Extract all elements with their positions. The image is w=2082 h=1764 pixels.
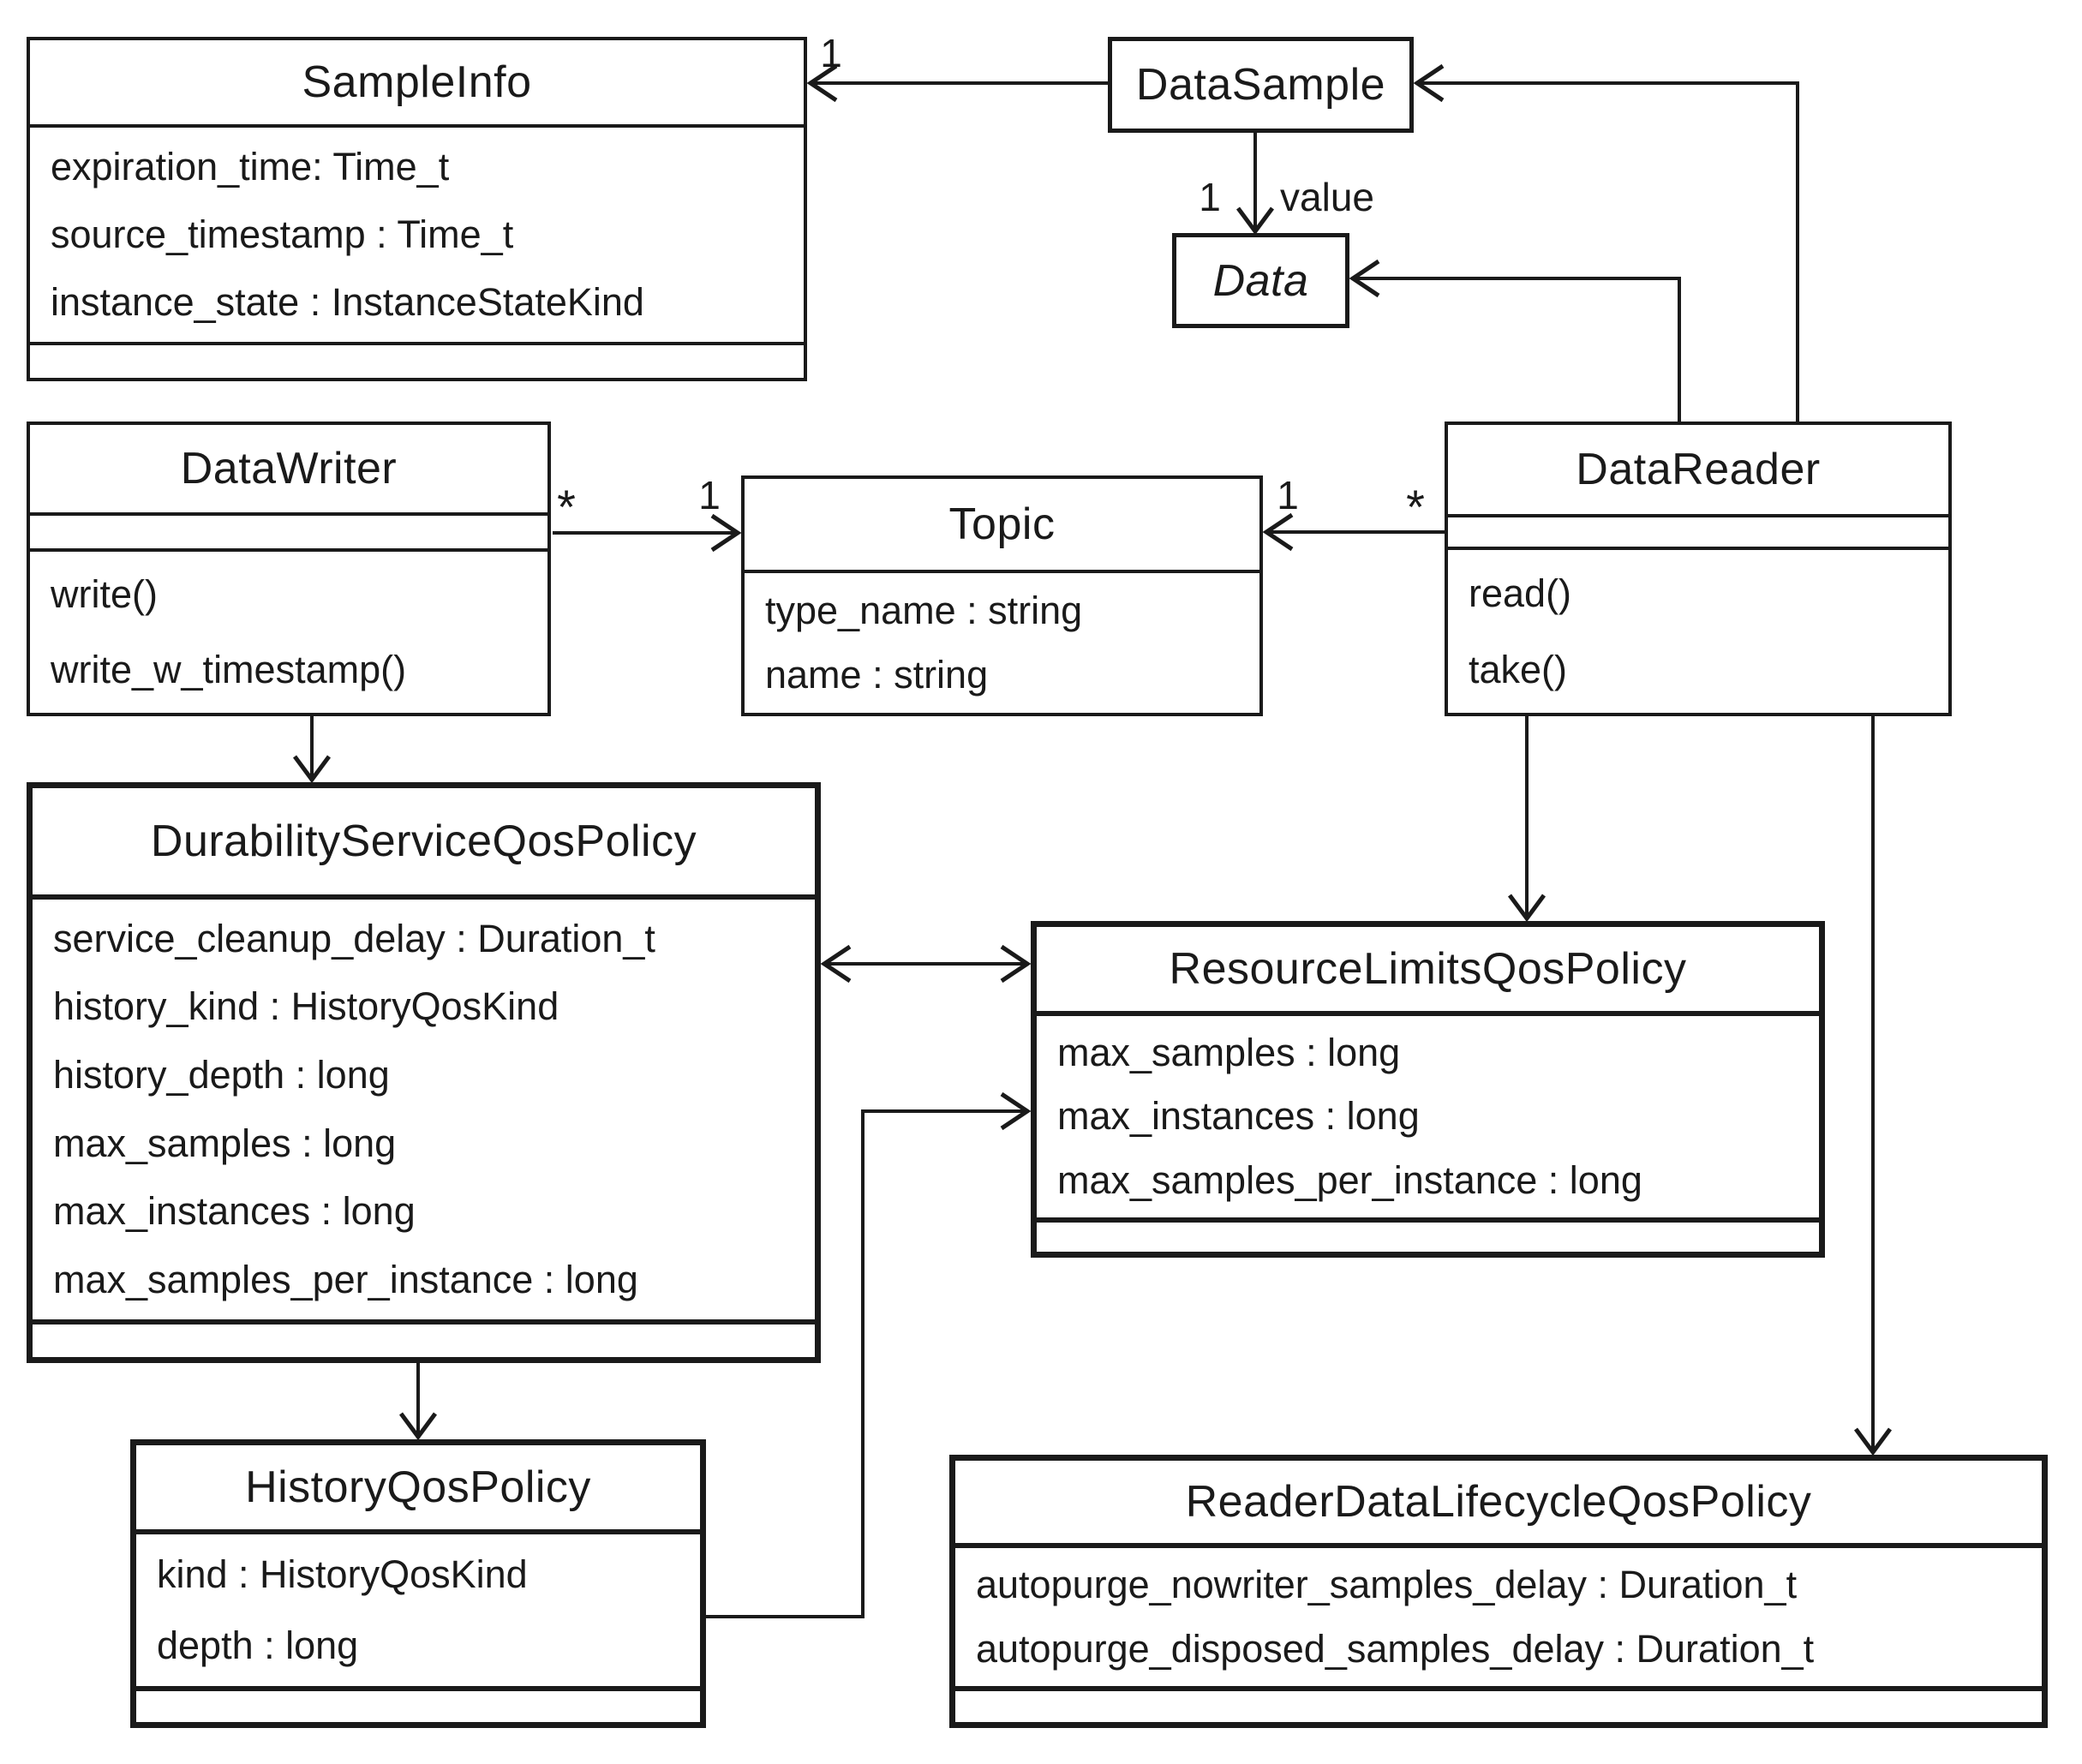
association-datareader-datasample bbox=[1413, 63, 1799, 422]
class-datasample: DataSample bbox=[1108, 37, 1414, 133]
attribute-compartment: type_name : string name : string bbox=[745, 573, 1259, 713]
multiplicity-sampleinfo: 1 bbox=[820, 31, 842, 75]
class-attribute: max_samples : long bbox=[1057, 1031, 1401, 1075]
class-resourcelimitsqospolicy: ResourceLimitsQosPolicy max_samples : lo… bbox=[1031, 921, 1825, 1258]
class-attribute: max_instances : long bbox=[1057, 1094, 1420, 1139]
class-historyqospolicy: HistoryQosPolicy kind : HistoryQosKind d… bbox=[130, 1439, 706, 1728]
attribute-compartment: max_samples : long max_instances : long … bbox=[1037, 1016, 1819, 1223]
class-title: DataWriter bbox=[30, 425, 547, 516]
multiplicity-datareader: * bbox=[1406, 480, 1425, 534]
class-attribute: max_samples_per_instance : long bbox=[53, 1258, 638, 1302]
class-title: SampleInfo bbox=[30, 40, 804, 128]
attribute-compartment: kind : HistoryQosKind depth : long bbox=[136, 1534, 700, 1691]
association-datawriter-durability bbox=[292, 716, 332, 784]
class-attribute: instance_state : InstanceStateKind bbox=[51, 280, 644, 325]
class-title: ReaderDataLifecycleQosPolicy bbox=[955, 1461, 2042, 1548]
multiplicity-topic-writer-side: 1 bbox=[698, 473, 721, 517]
class-title: Topic bbox=[745, 479, 1259, 573]
association-datareader-resourcelimits bbox=[1507, 716, 1547, 923]
class-title: DurabilityServiceQosPolicy bbox=[33, 788, 815, 900]
attribute-compartment: autopurge_nowriter_samples_delay : Durat… bbox=[955, 1548, 2042, 1691]
class-attribute: expiration_time: Time_t bbox=[51, 144, 450, 188]
class-attribute: name : string bbox=[765, 653, 989, 697]
class-attribute: history_kind : HistoryQosKind bbox=[53, 984, 559, 1029]
class-title: HistoryQosPolicy bbox=[136, 1445, 700, 1534]
class-attribute: history_depth : long bbox=[53, 1053, 390, 1097]
class-sampleinfo: SampleInfo expiration_time: Time_t sourc… bbox=[27, 37, 807, 381]
role-label-value: value bbox=[1280, 175, 1374, 219]
class-attribute: max_samples : long bbox=[53, 1121, 397, 1165]
association-datawriter-topic bbox=[553, 513, 742, 553]
class-attribute: autopurge_disposed_samples_delay : Durat… bbox=[976, 1626, 1815, 1671]
class-durabilityserviceqospolicy: DurabilityServiceQosPolicy service_clean… bbox=[27, 782, 821, 1363]
class-operation: write() bbox=[51, 572, 158, 616]
attribute-compartment-empty bbox=[1448, 517, 1948, 550]
attribute-compartment: service_cleanup_delay : Duration_t histo… bbox=[33, 900, 815, 1324]
class-attribute: source_timestamp : Time_t bbox=[51, 212, 514, 256]
operation-compartment: write() write_w_timestamp() bbox=[30, 552, 547, 713]
multiplicity-datawriter: * bbox=[557, 480, 576, 534]
class-title: DataReader bbox=[1448, 425, 1948, 517]
operation-compartment-empty bbox=[33, 1324, 815, 1357]
class-attribute: type_name : string bbox=[765, 588, 1083, 632]
association-durability-history bbox=[398, 1363, 438, 1441]
class-attribute: depth : long bbox=[157, 1623, 359, 1667]
class-attribute: max_instances : long bbox=[53, 1189, 416, 1234]
multiplicity-topic-reader-side: 1 bbox=[1277, 473, 1299, 517]
association-datareader-data bbox=[1349, 259, 1681, 422]
operation-compartment-empty bbox=[30, 345, 804, 378]
class-topic: Topic type_name : string name : string bbox=[741, 475, 1263, 716]
class-operation: read() bbox=[1469, 571, 1572, 615]
class-operation: write_w_timestamp() bbox=[51, 648, 407, 691]
association-history-resourcelimits bbox=[706, 1091, 1032, 1618]
class-operation: take() bbox=[1469, 647, 1568, 691]
class-readerdatalifecycleqospolicy: ReaderDataLifecycleQosPolicy autopurge_n… bbox=[949, 1455, 2048, 1728]
attribute-compartment-empty bbox=[30, 516, 547, 552]
class-title: DataSample bbox=[1135, 60, 1386, 110]
operation-compartment: read() take() bbox=[1448, 550, 1948, 713]
class-data: Data bbox=[1172, 233, 1349, 328]
class-datareader: DataReader read() take() bbox=[1445, 422, 1952, 716]
class-attribute: max_samples_per_instance : long bbox=[1057, 1157, 1642, 1202]
class-attribute: autopurge_nowriter_samples_delay : Durat… bbox=[976, 1563, 1798, 1607]
association-durability-resourcelimits bbox=[820, 944, 1032, 984]
class-attribute: kind : HistoryQosKind bbox=[157, 1552, 528, 1597]
attribute-compartment: expiration_time: Time_t source_timestamp… bbox=[30, 128, 804, 345]
class-datawriter: DataWriter write() write_w_timestamp() bbox=[27, 422, 551, 716]
class-title: Data bbox=[1212, 255, 1309, 306]
association-datasample-data bbox=[1235, 133, 1275, 236]
operation-compartment-empty bbox=[955, 1691, 2042, 1722]
association-datareader-topic bbox=[1262, 512, 1445, 552]
class-attribute: service_cleanup_delay : Duration_t bbox=[53, 916, 655, 960]
multiplicity-data: 1 bbox=[1199, 175, 1221, 219]
class-title: ResourceLimitsQosPolicy bbox=[1037, 927, 1819, 1016]
operation-compartment-empty bbox=[1037, 1223, 1819, 1252]
association-datareader-readerdatalifecycle bbox=[1853, 716, 1893, 1456]
operation-compartment-empty bbox=[136, 1691, 700, 1722]
association-datasample-sampleinfo bbox=[806, 63, 1108, 103]
